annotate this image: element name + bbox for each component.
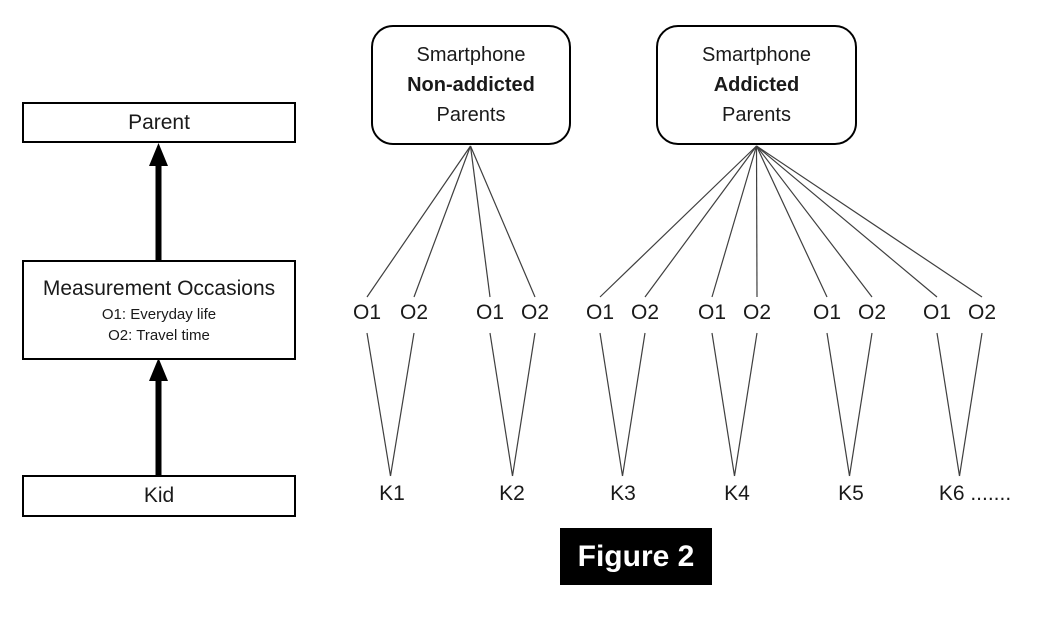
measurement-occasions-title: Measurement Occasions [42, 277, 276, 300]
kid-label: K5 [838, 482, 864, 505]
occasion-label: O1 [352, 301, 382, 324]
occasion-label: O2 [399, 301, 429, 324]
occasion-label: O1 [697, 301, 727, 324]
occasion-label: O2 [967, 301, 997, 324]
group-line: Parents [722, 104, 791, 126]
group-line: Smartphone [702, 44, 811, 66]
kid-label: K3 [610, 482, 636, 505]
kid-box: Kid [22, 475, 296, 517]
group-line: Parents [436, 104, 506, 126]
parent-box-label: Parent [128, 110, 190, 134]
measurement-occasions-box: Measurement Occasions O1: Everyday life … [22, 260, 296, 360]
occasion-label: O2 [857, 301, 887, 324]
occasion-to-kid-lines [366, 332, 983, 477]
occasion-definition-o2: O2: Travel time [108, 327, 210, 344]
group-line-emphasis: Non-addicted [407, 74, 535, 96]
group-box-addicted-parents: Smartphone Addicted Parents [656, 25, 857, 145]
occasion-label: O1 [585, 301, 615, 324]
parent-box: Parent [22, 102, 296, 143]
group-line: Smartphone [416, 44, 526, 66]
up-arrow-measurement-to-parent [149, 143, 168, 260]
kid-label: K2 [499, 482, 525, 505]
occasion-label: O1 [922, 301, 952, 324]
occasion-label: O1 [475, 301, 505, 324]
up-arrow-kid-to-measurement [149, 358, 168, 475]
fan-addicted [599, 145, 983, 298]
kid-label: K1 [379, 482, 405, 505]
occasion-label: O2 [630, 301, 660, 324]
kid-box-label: Kid [143, 484, 175, 507]
group-line-emphasis: Addicted [713, 74, 800, 96]
occasion-label: O1 [812, 301, 842, 324]
kid-label: K4 [724, 482, 750, 505]
occasion-label: O2 [742, 301, 772, 324]
kid-label: K6 ....... [938, 482, 1012, 505]
occasion-definition-o1: O1: Everyday life [101, 306, 217, 323]
figure-caption: Figure 2 [560, 528, 712, 585]
occasion-label: O2 [520, 301, 550, 324]
group-box-non-addicted-parents: Smartphone Non-addicted Parents [371, 25, 571, 145]
fan-non-addicted [366, 145, 536, 298]
